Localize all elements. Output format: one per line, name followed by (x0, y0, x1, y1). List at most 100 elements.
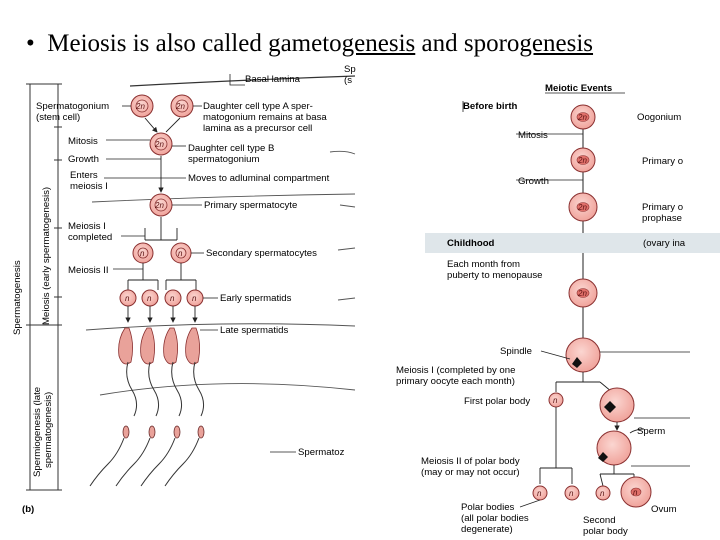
early-spermatid-cell: n (164, 289, 182, 307)
label-top-cut-2: (s (344, 75, 352, 86)
fertilizing-oocyte (596, 428, 645, 466)
label-daughter-a-2: matogonium remains at basa (203, 112, 327, 123)
label-mitosis-oo: Mitosis (518, 130, 548, 141)
oogenesis-panel: Meiotic Events Before birth Childhood (o… (396, 83, 720, 537)
label-meiosis-2: Meiosis II (68, 265, 109, 276)
label-basal-lamina: Basal lamina (245, 74, 301, 85)
label-spermatogonium: Spermatogonium (36, 101, 109, 112)
polar-body-cell: n (564, 485, 580, 501)
label-meiosis-1-1: Meiosis I (completed by one (396, 365, 515, 376)
label-before-birth: Before birth (463, 101, 518, 112)
ploidy-label: n (147, 294, 152, 303)
primary-oocyte-monthly-cell: 2n (568, 278, 598, 308)
label-primary-prophase-2: prophase (642, 213, 682, 224)
slide-title: • Meiosis is also called gameto genesis a… (26, 30, 593, 58)
axis-spermatogenesis: Spermatogenesis (12, 260, 23, 335)
spermatogenesis-panel: Spermatogenesis Meiosis (early spermatog… (12, 64, 356, 515)
label-growth: Growth (68, 154, 99, 165)
ploidy-label: n (537, 489, 542, 498)
label-growth-oo: Growth (518, 176, 549, 187)
daughter-a-cell: 2n (170, 94, 194, 118)
label-meiosis-1-completed-2: completed (68, 232, 112, 243)
axis-meiosis-early: Meiosis (early spermatogenesis) (41, 187, 52, 325)
ploidy-label: 2n (175, 102, 185, 111)
primary-oocyte-prophase-cell: 2n (568, 192, 598, 222)
label-daughter-a-1: Daughter cell type A sper- (203, 101, 313, 112)
basal-lamina-line (129, 75, 356, 87)
header-meiotic-events: Meiotic Events (545, 83, 612, 94)
label-second-polar-2: polar body (583, 526, 628, 537)
label-top-cut-1: Sp (344, 64, 356, 75)
label-mitosis: Mitosis (68, 136, 98, 147)
ploidy-label: 2n (154, 140, 164, 149)
label-spindle: Spindle (500, 346, 532, 357)
ploidy-label: n (633, 488, 638, 497)
label-early-spermatids: Early spermatids (220, 293, 292, 304)
meiosis-1-oocyte (565, 337, 601, 373)
ploidy-label: n (178, 249, 183, 258)
label-second-polar-1: Second (583, 515, 616, 526)
label-oogonium: Oogonium (637, 112, 681, 123)
title-underline-2: genesis (519, 30, 594, 57)
panel-letter: (b) (22, 504, 34, 515)
late-spermatids (118, 327, 200, 365)
ploidy-label: 2n (135, 102, 145, 111)
bullet: • (26, 30, 35, 57)
secondary-spermatocyte-cell: n (132, 242, 154, 264)
ovum-cell: n (620, 476, 652, 508)
label-primary-oocyte: Primary o (642, 156, 683, 167)
secondary-oocyte-cell (599, 387, 635, 423)
ploidy-label: n (600, 489, 605, 498)
label-polar-bodies-3: degenerate) (461, 524, 513, 535)
primary-spermatocyte-cell: 2n (149, 193, 173, 217)
label-spermatogonium-sub: (stem cell) (36, 112, 80, 123)
ploidy-label: 2n (154, 201, 164, 210)
ploidy-label: n (192, 294, 197, 303)
label-sperm: Sperm (637, 426, 665, 437)
title-part-1: Meiosis is also called gameto (47, 30, 342, 57)
spermatogonium-cell: 2n (130, 94, 154, 118)
label-enters-meiosis-2: meiosis I (70, 181, 108, 192)
spermatozoa (89, 425, 205, 487)
label-moves-adluminal: Moves to adluminal compartment (188, 173, 330, 184)
label-polar-bodies-2: (all polar bodies (461, 513, 529, 524)
label-enters-meiosis-1: Enters (70, 170, 98, 181)
label-polar-bodies-1: Polar bodies (461, 502, 515, 513)
ploidy-label: n (125, 294, 130, 303)
label-meiosis-1-2: primary oocyte each month) (396, 376, 515, 387)
label-first-polar-body: First polar body (464, 396, 530, 407)
label-meiosis-1-completed-1: Meiosis I (68, 221, 106, 232)
label-daughter-b-1: Daughter cell type B (188, 143, 274, 154)
daughter-b-cell: 2n (149, 132, 173, 156)
ploidy-label: n (569, 489, 574, 498)
label-childhood: Childhood (447, 238, 495, 249)
ploidy-label: 2n (577, 203, 587, 212)
ploidy-label: 2n (577, 156, 587, 165)
label-primary-spermatocyte: Primary spermatocyte (204, 200, 297, 211)
first-polar-body-cell: n (548, 392, 564, 408)
label-meiosis-2-1: Meiosis II of polar body (421, 456, 520, 467)
ploidy-label: 2n (577, 113, 587, 122)
axis-spermiogenesis-2: spermatogenesis) (43, 392, 54, 468)
early-spermatid-cell: n (141, 289, 159, 307)
oogonium-cell: 2n (570, 104, 596, 130)
label-ovary-inactive: (ovary ina (643, 238, 686, 249)
ploidy-label: n (553, 396, 558, 405)
early-spermatid-cell: n (119, 289, 137, 307)
axis-spermiogenesis-1: Spermiogenesis (late (32, 387, 43, 477)
label-secondary-spermatocytes: Secondary spermatocytes (206, 248, 317, 259)
second-polar-body-cell: n (595, 485, 611, 501)
label-daughter-a-3: lamina as a precursor cell (203, 123, 312, 134)
secondary-spermatocyte-cell: n (170, 242, 192, 264)
ploidy-label: n (140, 249, 145, 258)
title-part-2: and sporo (415, 30, 520, 57)
childhood-band (425, 233, 720, 253)
label-meiosis-2-2: (may or may not occur) (421, 467, 520, 478)
label-ovum: Ovum (651, 504, 677, 515)
label-spermatozoa: Spermatoz (298, 447, 345, 458)
label-primary-prophase-1: Primary o (642, 202, 683, 213)
label-daughter-b-2: spermatogonium (188, 154, 259, 165)
primary-oocyte-cell: 2n (570, 147, 596, 173)
early-spermatid-cell: n (186, 289, 204, 307)
